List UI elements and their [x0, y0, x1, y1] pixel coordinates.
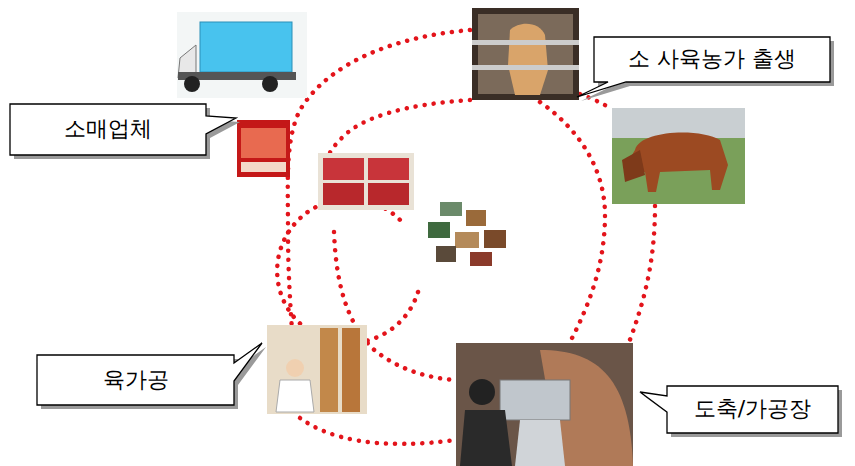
slaughterhouse-photo	[456, 343, 633, 466]
callout-box: 육가공	[37, 355, 234, 405]
meat-tray-photo	[318, 153, 414, 210]
middle-ring-top	[330, 100, 470, 153]
callout-text: 도축/가공장	[694, 396, 811, 422]
callout-box: 도축/가공장	[667, 386, 838, 433]
grazing-cow-photo	[612, 108, 745, 204]
truck-picture	[177, 12, 307, 98]
meat-processing-photo	[267, 325, 367, 414]
callout-text: 소 사육농가 출생	[628, 46, 796, 72]
middle-ring-right	[540, 102, 605, 342]
callout-border	[37, 343, 262, 405]
outer-ring-bottom	[300, 418, 456, 444]
outer-ring-left	[288, 30, 470, 330]
callout-text: 육가공	[103, 367, 169, 393]
inner-ring	[277, 199, 418, 343]
processed-products-photo	[420, 196, 515, 268]
callout-box: 소매업체	[10, 104, 206, 155]
callout-border	[577, 37, 830, 97]
callout-text: 소매업체	[64, 116, 152, 142]
callout-border	[640, 386, 838, 433]
callout-border	[10, 104, 236, 155]
outer-ring-right	[628, 206, 655, 345]
retail-meat-photo	[237, 120, 290, 177]
callout-box: 소 사육농가 출생	[594, 37, 830, 82]
barn-calf-photo	[472, 8, 579, 100]
